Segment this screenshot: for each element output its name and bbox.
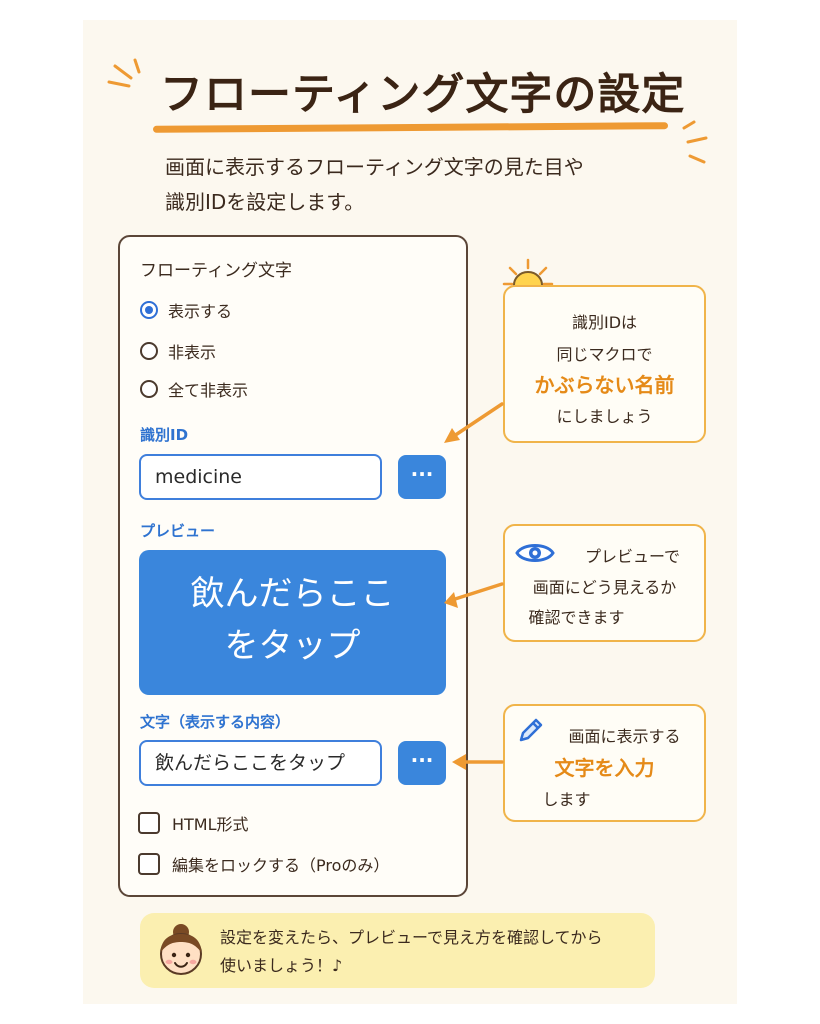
- eye-icon: [515, 544, 555, 562]
- radio-hide-label: 非表示: [168, 343, 217, 362]
- callout-id-line-4: にしましょう: [556, 407, 653, 426]
- callout-id-tip: 識別IDは 同じマクロで かぶらない名前 にしましょう: [503, 285, 706, 443]
- footer-banner: [140, 913, 655, 988]
- footer-message: 設定を変えたら、プレビューで見え方を確認してから 使いましょう！♪: [220, 924, 650, 980]
- radio-hide-all[interactable]: 全て非表示: [140, 377, 248, 401]
- id-input[interactable]: medicine: [139, 454, 382, 500]
- checkbox-lock[interactable]: 編集をロックする（Proのみ）: [138, 851, 389, 877]
- radio-hide-all-label: 全て非表示: [168, 381, 249, 400]
- text-label: 文字（表示する内容）: [140, 713, 291, 731]
- arrow-to-text-icon: [452, 754, 504, 770]
- preview-line-1: 飲んだらここ: [190, 574, 395, 614]
- preview-label: プレビュー: [140, 522, 216, 540]
- radio-hide-all-indicator[interactable]: [140, 380, 158, 398]
- arrow-to-preview-icon: [444, 582, 504, 608]
- text-input[interactable]: 飲んだらここをタップ: [139, 740, 382, 786]
- page-subtitle: 画面に表示するフローティング文字の見た目や 識別IDを設定します。: [165, 150, 685, 220]
- callout-preview-tip: プレビューで 画面にどう見えるか 確認できます: [503, 524, 706, 642]
- panel-heading: フローティング文字: [140, 261, 292, 281]
- subtitle-line-2: 識別IDを設定します。: [165, 190, 365, 214]
- radio-hide[interactable]: 非表示: [140, 339, 216, 363]
- checkbox-html-label: HTML形式: [172, 815, 249, 834]
- footer-line-1: 設定を変えたら、プレビューで見え方を確認してから: [220, 928, 603, 947]
- id-label: 識別ID: [140, 426, 189, 444]
- subtitle-line-1: 画面に表示するフローティング文字の見た目や: [165, 155, 584, 179]
- page-title: フローティング文字の設定: [160, 70, 686, 120]
- checkbox-html-box[interactable]: [138, 812, 160, 834]
- callout-text-tip: 画面に表示する 文字を入力 します: [503, 704, 706, 822]
- sparkle-right-icon: [682, 120, 708, 164]
- callout-text-highlight: 文字を入力: [554, 756, 655, 780]
- pencil-icon: [519, 718, 543, 742]
- preview-line-2: をタップ: [224, 626, 361, 666]
- radio-show-indicator[interactable]: [140, 301, 158, 319]
- footer-line-2: 使いましょう！♪: [220, 956, 343, 975]
- callout-preview-line-3: 確認できます: [528, 608, 625, 627]
- checkbox-lock-label: 編集をロックする（Proのみ）: [172, 856, 390, 875]
- sparkle-left-icon: [107, 58, 141, 88]
- preview-box: 飲んだらここ をタップ: [139, 550, 446, 695]
- callout-id-line-1: 識別IDは: [571, 313, 638, 332]
- callout-preview-line-2: 画面にどう見えるか: [532, 578, 677, 597]
- radio-show-label: 表示する: [168, 302, 233, 321]
- radio-hide-indicator[interactable]: [140, 342, 158, 360]
- id-options-button[interactable]: ···: [398, 455, 446, 499]
- girl-face-icon: [160, 924, 202, 975]
- checkbox-lock-box[interactable]: [138, 853, 160, 875]
- text-options-button[interactable]: ···: [398, 741, 446, 785]
- callout-text-line-1: 画面に表示する: [568, 727, 681, 746]
- arrow-to-id-icon: [444, 402, 504, 443]
- callout-id-line-2: 同じマクロで: [556, 345, 653, 364]
- callout-id-highlight: かぶらない名前: [534, 373, 675, 397]
- callout-text-line-3: します: [542, 790, 591, 809]
- callout-preview-line-1: プレビューで: [584, 547, 681, 566]
- radio-show[interactable]: 表示する: [140, 298, 232, 322]
- checkbox-html[interactable]: HTML形式: [138, 810, 249, 836]
